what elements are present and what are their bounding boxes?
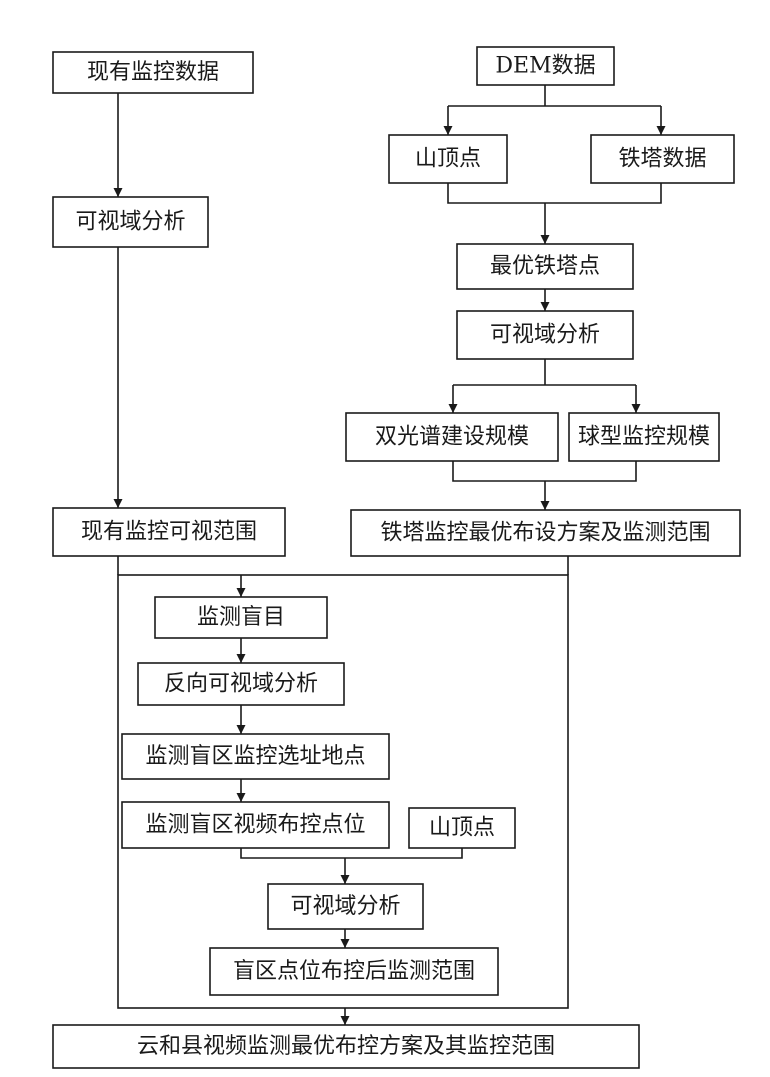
node-dem-data: DEM数据 [476, 46, 615, 86]
svg-text:监测盲区视频布控点位: 监测盲区视频布控点位 [145, 813, 365, 838]
node-reverse-viewshed: 反向可视域分析 [137, 662, 345, 706]
svg-text:现有监控可视范围: 现有监控可视范围 [81, 520, 257, 545]
node-existing-range: 现有监控可视范围 [52, 507, 286, 557]
node-viewshed-3: 可视域分析 [267, 883, 424, 930]
node-dual-spectrum: 双光谱建设规模 [345, 412, 559, 462]
svg-text:监测盲区监控选址地点: 监测盲区监控选址地点 [145, 744, 365, 769]
svg-text:可视域分析: 可视域分析 [75, 210, 185, 235]
node-best-tower: 最优铁塔点 [456, 243, 634, 290]
svg-text:铁塔监控最优布设方案及监测范围: 铁塔监控最优布设方案及监测范围 [380, 521, 710, 546]
blind-zone-frame [117, 574, 569, 1009]
svg-text:可视域分析: 可视域分析 [290, 894, 400, 919]
svg-text:监测盲目: 监测盲目 [197, 605, 285, 630]
line-merge-scale [452, 461, 637, 482]
svg-text:反向可视域分析: 反向可视域分析 [164, 672, 318, 697]
node-final-plan: 云和县视频监测最优布控方案及其监控范围 [52, 1024, 640, 1069]
line-merge-peak-tower [447, 183, 662, 204]
svg-text:球型监控规模: 球型监控规模 [578, 425, 710, 450]
connectors [113, 85, 666, 1025]
node-blind-site: 监测盲区监控选址地点 [121, 733, 390, 780]
node-peak-1: 山顶点 [388, 134, 508, 184]
node-tower-data: 铁塔数据 [590, 134, 735, 184]
svg-text:铁塔数据: 铁塔数据 [618, 147, 706, 172]
svg-text:双光谱建设规模: 双光谱建设规模 [375, 425, 529, 450]
svg-text:盲区点位布控后监测范围: 盲区点位布控后监测范围 [233, 959, 475, 984]
node-tower-plan: 铁塔监控最优布设方案及监测范围 [350, 509, 741, 557]
node-existing-data: 现有监控数据 [52, 51, 254, 94]
node-viewshed-2: 可视域分析 [456, 310, 634, 360]
node-blind-spot: 监测盲目 [154, 596, 328, 639]
svg-text:山顶点: 山顶点 [429, 816, 495, 841]
svg-text:山顶点: 山顶点 [415, 147, 481, 172]
svg-text:现有监控数据: 现有监控数据 [87, 60, 219, 85]
node-viewshed-1: 可视域分析 [52, 196, 209, 248]
node-blind-after-range: 盲区点位布控后监测范围 [209, 947, 499, 996]
node-blind-video-points: 监测盲区视频布控点位 [121, 801, 390, 849]
svg-text:云和县视频监测最优布控方案及其监控范围: 云和县视频监测最优布控方案及其监控范围 [137, 1034, 555, 1059]
node-dome-monitor: 球型监控规模 [568, 412, 720, 462]
node-peak-2: 山顶点 [408, 807, 516, 849]
line-merge-blind [240, 848, 463, 859]
svg-text:DEM数据: DEM数据 [495, 54, 595, 79]
svg-text:最优铁塔点: 最优铁塔点 [490, 254, 600, 279]
svg-text:可视域分析: 可视域分析 [490, 323, 600, 348]
